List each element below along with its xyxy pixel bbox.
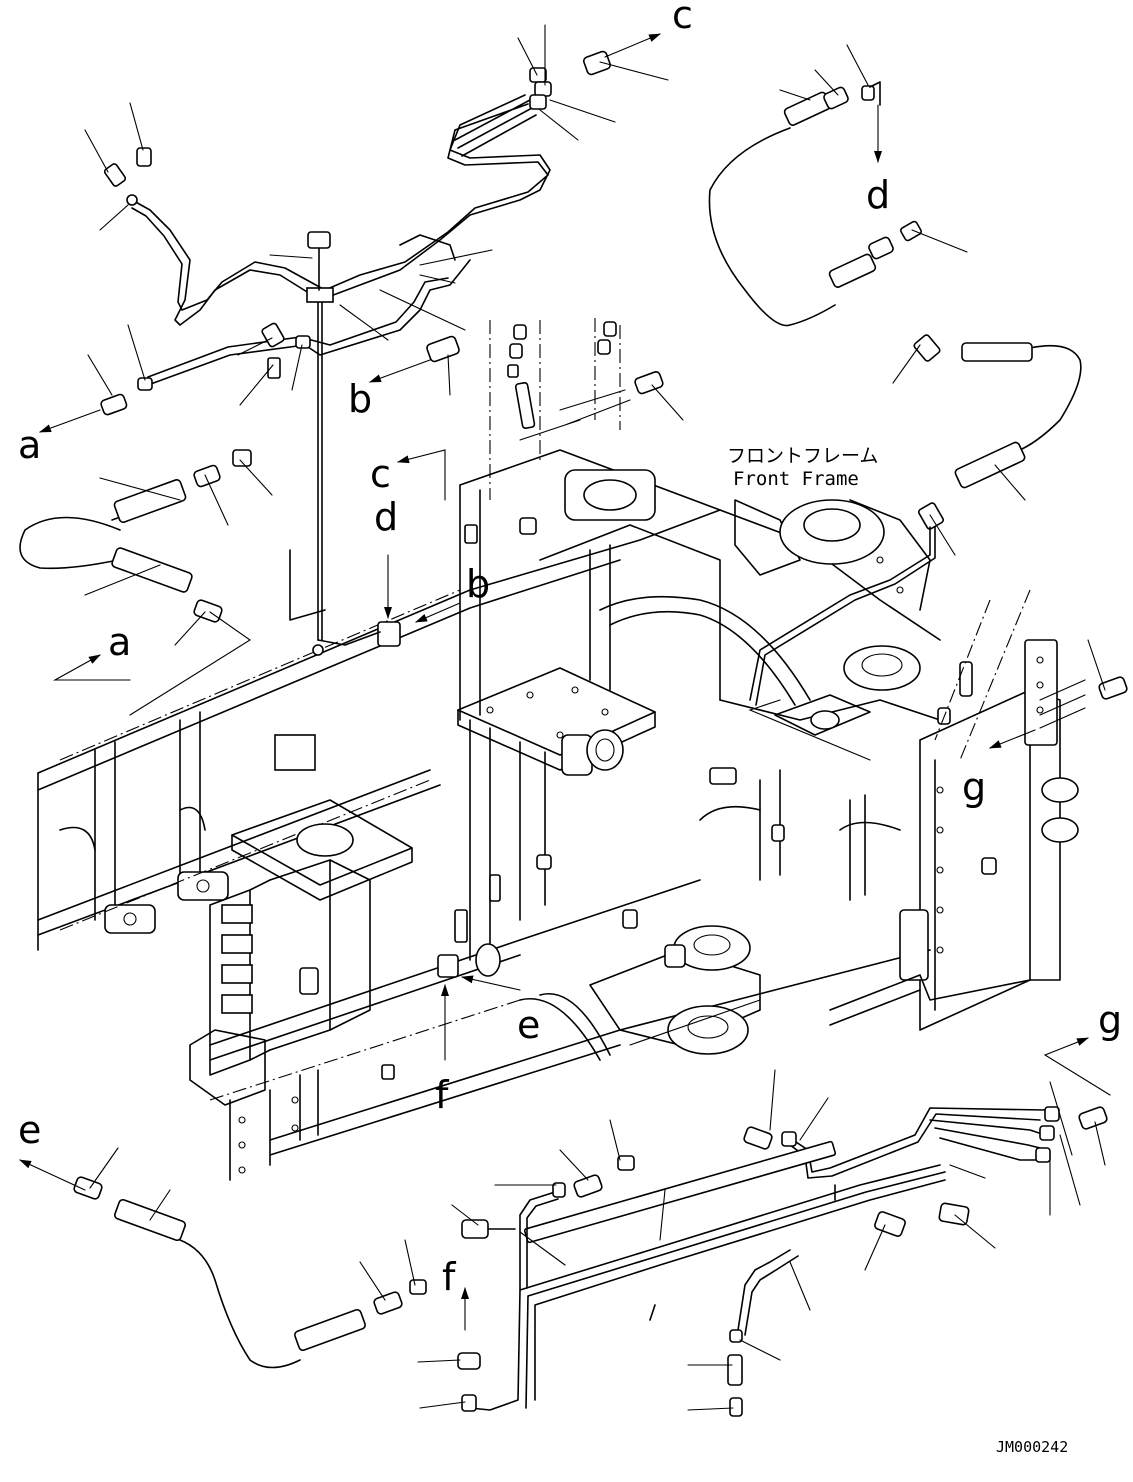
ref-label-f-mid: f <box>435 1073 450 1117</box>
front-frame-structure <box>37 449 1079 1181</box>
reference-labels: a a b b c c d d e e f f g g <box>18 0 1122 1299</box>
ref-label-d-top: d <box>866 173 890 217</box>
ref-label-f-low: f <box>442 1255 457 1299</box>
reference-arrows <box>19 33 1111 1331</box>
ref-label-e-left: e <box>18 1108 41 1152</box>
drawing-code: JM000242 <box>996 1438 1068 1456</box>
upper-piping-group <box>19 50 664 656</box>
leader-lines <box>84 24 1106 1411</box>
ref-label-b-mid: b <box>466 562 490 606</box>
front-frame-label-jp: フロントフレーム <box>727 445 878 467</box>
ref-label-c-mid: c <box>370 452 391 496</box>
ref-label-c-top: c <box>672 0 693 37</box>
ref-label-g-low: g <box>962 765 986 809</box>
front-frame-label-en: Front Frame <box>733 468 859 490</box>
ref-label-d-mid: d <box>374 495 398 539</box>
ref-label-b-top: b <box>348 377 372 421</box>
ref-label-g-right: g <box>1098 998 1122 1042</box>
ref-label-a-mid: a <box>108 620 131 664</box>
lower-piping-group <box>73 1106 1108 1417</box>
ref-label-e-mid: e <box>517 1003 540 1047</box>
upper-right-hose-group <box>708 81 1082 706</box>
right-piping-group <box>934 589 1128 761</box>
ref-label-a-top: a <box>18 423 41 467</box>
